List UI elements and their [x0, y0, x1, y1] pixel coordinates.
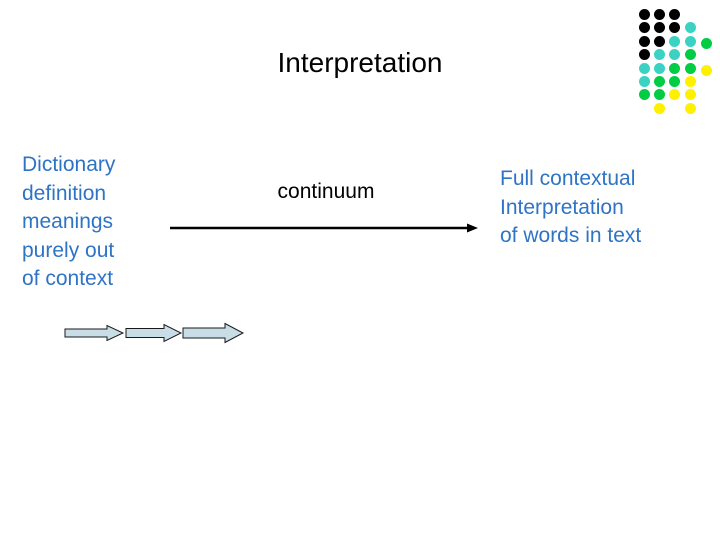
logo-dot — [684, 62, 696, 74]
logo-dot — [639, 35, 650, 47]
logo-dot — [669, 89, 681, 101]
text-line: purely out — [22, 238, 115, 262]
text-line: of context — [22, 267, 114, 290]
logo-dot — [684, 102, 696, 114]
logo-dot — [639, 62, 650, 74]
logo-dot — [654, 22, 666, 34]
logo-dot — [654, 76, 666, 87]
logo-dot — [654, 35, 666, 47]
logo-dot — [684, 89, 696, 101]
block-arrows-group — [64, 322, 245, 344]
left-text-block: Dictionary definition meanings purely out of… — [22, 151, 172, 294]
logo-dot — [639, 89, 650, 101]
logo-dot — [639, 22, 650, 34]
logo-dot — [654, 89, 666, 101]
arrow-head — [467, 223, 478, 233]
logo-dot — [654, 49, 666, 61]
text-line: Full contextual — [500, 167, 636, 190]
logo-dot — [654, 9, 666, 20]
logo-dot — [654, 102, 666, 114]
block-right-arrow-icon — [64, 324, 125, 342]
continuum-right-arrow-icon — [170, 223, 478, 233]
block-right-arrow-icon — [182, 322, 245, 344]
logo-dot — [684, 49, 696, 61]
logo-dot — [669, 35, 681, 47]
logo-dot — [669, 62, 681, 74]
text-line: Interpretation — [500, 195, 624, 219]
text-line: Dictionary — [22, 153, 116, 176]
logo-dot — [669, 9, 681, 20]
text-line: of words in text — [500, 224, 642, 247]
logo-dot — [669, 49, 681, 61]
logo-dot — [700, 38, 712, 50]
text-line: definition — [22, 181, 107, 205]
continuum-label: continuum — [277, 180, 375, 203]
logo-dot — [700, 65, 712, 77]
logo-dot — [669, 22, 681, 34]
logo-dot — [684, 22, 696, 34]
logo-dot — [684, 76, 696, 87]
block-right-arrow-icon — [125, 323, 183, 343]
logo-dot — [639, 49, 650, 61]
logo-dot — [639, 76, 650, 87]
logo-dot — [669, 76, 681, 87]
slide-title: Interpretation — [277, 47, 443, 78]
logo-dot — [639, 9, 650, 20]
logo-dot — [684, 35, 696, 47]
text-line: meanings — [22, 210, 114, 233]
dots-logo — [639, 9, 719, 121]
logo-dot — [654, 62, 666, 74]
